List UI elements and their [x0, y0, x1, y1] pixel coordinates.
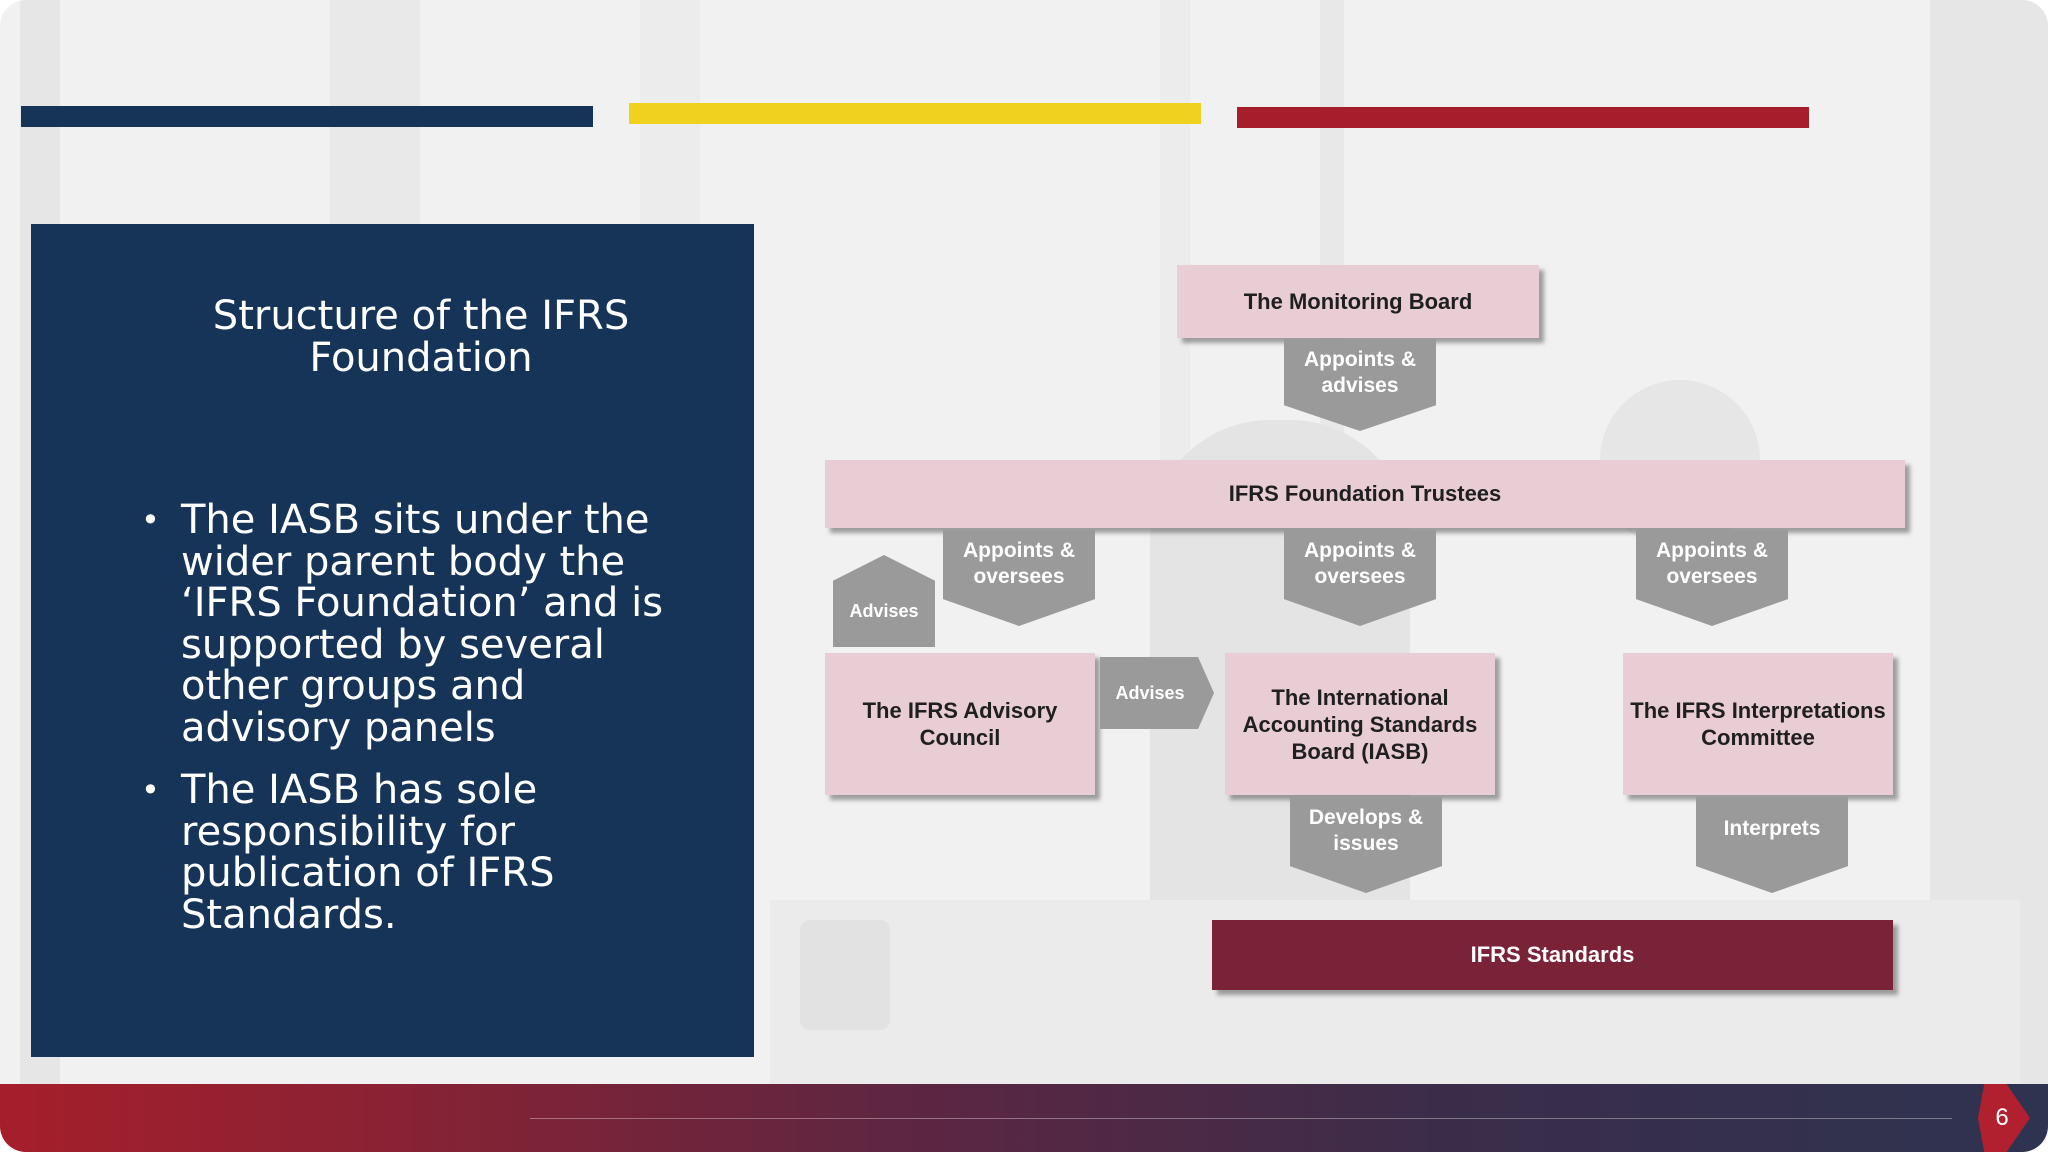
- arrow-label-line: oversees: [1314, 565, 1406, 588]
- appoints-oversees-iasb-arrow: Appoints & oversees: [1284, 530, 1436, 626]
- accent-bar-yellow: [629, 103, 1201, 124]
- advises-trustees-arrow: Advises: [833, 555, 935, 647]
- bullet-item: • The IASB sits under the wider parent b…: [141, 497, 701, 751]
- arrow-label-line: issues: [1333, 832, 1399, 855]
- bullet-text: The IASB has sole responsibility for pub…: [181, 767, 555, 938]
- bullet-item: • The IASB has sole responsibility for p…: [141, 767, 701, 938]
- arrow-label-line: advises: [1321, 374, 1399, 397]
- arrow-label-line: Appoints &: [1304, 348, 1416, 371]
- trustees-label: IFRS Foundation Trustees: [1228, 481, 1502, 506]
- footer-band: [0, 1084, 2048, 1152]
- arrow-label: Interprets: [1723, 817, 1821, 840]
- accent-bar-navy: [21, 106, 593, 127]
- arrow-label: Advises: [849, 601, 919, 621]
- appoints-oversees-interpretations-arrow: Appoints & oversees: [1636, 530, 1788, 626]
- bullet-list: • The IASB sits under the wider parent b…: [141, 497, 701, 957]
- appoints-advises-arrow: Appoints & advises: [1284, 339, 1436, 431]
- box-label-line: Committee: [1701, 725, 1815, 750]
- slide-title: Structure of the IFRS Foundation: [212, 293, 630, 381]
- develops-issues-arrow: Develops & issues: [1290, 797, 1442, 893]
- arrow-label-line: oversees: [1666, 565, 1758, 588]
- interpretations-committee-box: The IFRS Interpretations Committee: [1623, 653, 1893, 795]
- arrow-label-line: oversees: [973, 565, 1065, 588]
- box-label-line: The IFRS Advisory: [862, 698, 1058, 723]
- bullet-dot-icon: •: [141, 771, 160, 809]
- arrow-label-line: Develops &: [1308, 806, 1424, 829]
- arrow-label-line: Appoints &: [1656, 539, 1768, 562]
- ifrs-standards-box: IFRS Standards: [1212, 920, 1893, 990]
- arrow-label: Advises: [1115, 683, 1185, 703]
- iasb-box: The International Accounting Standards B…: [1225, 653, 1495, 795]
- arrow-label-line: Appoints &: [1304, 539, 1416, 562]
- trustees-box: IFRS Foundation Trustees: [825, 460, 1905, 528]
- advisory-council-box: The IFRS Advisory Council: [825, 653, 1095, 795]
- ifrs-standards-label: IFRS Standards: [1470, 942, 1635, 967]
- monitoring-board-box: The Monitoring Board: [1177, 265, 1539, 338]
- box-label-line: Council: [919, 725, 1001, 750]
- footer-divider: [530, 1118, 1952, 1119]
- monitoring-board-label: The Monitoring Board: [1243, 288, 1473, 314]
- info-panel: Structure of the IFRS Foundation • The I…: [31, 224, 754, 1057]
- bullet-text: The IASB sits under the wider parent bod…: [181, 497, 664, 751]
- arrow-label-line: Appoints &: [963, 539, 1075, 562]
- interprets-arrow: Interprets: [1696, 797, 1848, 893]
- accent-bar-red: [1237, 107, 1809, 128]
- page-number: 6: [1995, 1104, 2009, 1131]
- box-label-line: Board (IASB): [1291, 738, 1429, 764]
- box-label-line: The IFRS Interpretations: [1630, 698, 1886, 723]
- appoints-oversees-advisory-arrow: Appoints & oversees: [943, 530, 1095, 626]
- advises-iasb-arrow: Advises: [1100, 657, 1214, 729]
- bullet-dot-icon: •: [141, 501, 160, 539]
- box-label-line: The International: [1271, 684, 1449, 710]
- box-label-line: Accounting Standards: [1242, 711, 1478, 737]
